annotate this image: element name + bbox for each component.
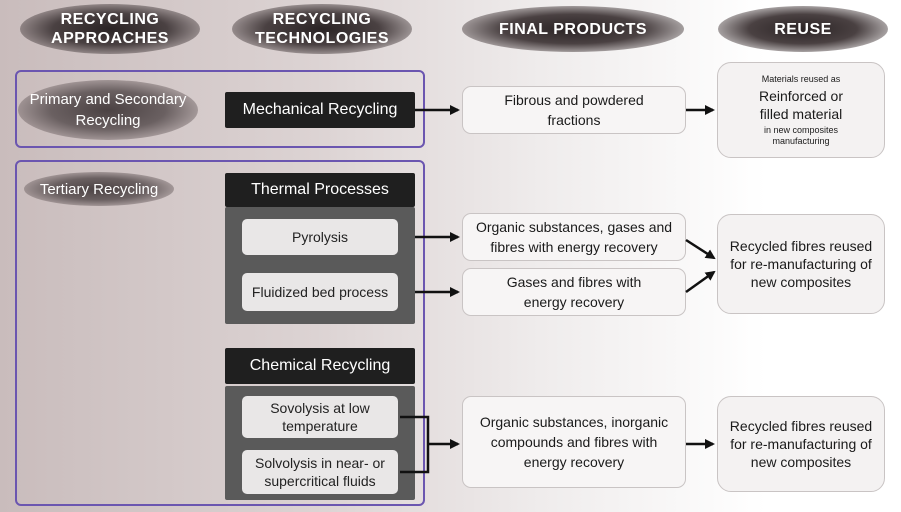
solvolysis-near-text: Solvolysis in near- or supercritical flu… xyxy=(255,455,385,489)
approach-tertiary: Tertiary Recycling xyxy=(24,172,174,206)
chemical-recycling-text: Chemical Recycling xyxy=(249,357,391,374)
product-fibrous-powdered: Fibrous and powdered fractions xyxy=(462,86,686,134)
header-recycling-approaches: RECYCLING APPROACHES xyxy=(20,4,200,54)
thermal-processes-label: Thermal Processes xyxy=(225,173,415,207)
mechanical-recycling-label: Mechanical Recycling xyxy=(225,92,415,128)
arrow-organic-gases-to-reuse xyxy=(685,238,716,260)
reuse-chemical-text: Recycled fibres reused for re-manufactur… xyxy=(729,418,873,470)
product-organic-gases: Organic substances, gases and fibres wit… xyxy=(462,213,686,261)
reuse-reinforced-material: Materials reused as Reinforced or filled… xyxy=(717,62,885,158)
header-label-reuse: REUSE xyxy=(774,20,832,38)
header-final-products: FINAL PRODUCTS xyxy=(462,6,684,52)
approach-primary-secondary: Primary and Secondary Recycling xyxy=(18,80,198,140)
product-gases-fibres: Gases and fibres with energy recovery xyxy=(462,268,686,316)
chemical-recycling-label: Chemical Recycling xyxy=(225,348,415,384)
reuse-thermal-text: Recycled fibres reused for re-manufactur… xyxy=(729,238,873,290)
pyrolysis-text: Pyrolysis xyxy=(291,229,348,245)
reuse-top-big: Reinforced or filled material xyxy=(758,87,844,122)
pyrolysis-item: Pyrolysis xyxy=(242,219,398,255)
product-gases-fibres-text: Gases and fibres with energy recovery xyxy=(506,274,642,310)
arrow-gases-fibres-to-reuse xyxy=(685,270,716,294)
product-organic-gases-text: Organic substances, gases and fibres wit… xyxy=(475,219,673,255)
tertiary-recycling-group xyxy=(15,160,425,506)
product-organic-inorganic-text: Organic substances, inorganic compounds … xyxy=(479,414,669,470)
solvolysis-near-item: Solvolysis in near- or supercritical flu… xyxy=(242,450,398,494)
header-reuse: REUSE xyxy=(718,6,888,52)
product-fibrous-text: Fibrous and powdered fractions xyxy=(504,92,644,128)
chemical-bracket xyxy=(400,415,430,474)
fluidized-bed-text: Fluidized bed process xyxy=(251,284,389,300)
reuse-thermal-fibres: Recycled fibres reused for re-manufactur… xyxy=(717,214,885,314)
header-label-technologies: RECYCLING TECHNOLOGIES xyxy=(254,11,389,47)
mechanical-recycling-text: Mechanical Recycling xyxy=(242,101,398,118)
reuse-chemical-fibres: Recycled fibres reused for re-manufactur… xyxy=(717,396,885,492)
header-recycling-technologies: RECYCLING TECHNOLOGIES xyxy=(232,4,412,54)
product-organic-inorganic: Organic substances, inorganic compounds … xyxy=(462,396,686,488)
solvolysis-low-text: Sovolysis at low temperature xyxy=(270,400,370,434)
fluidized-bed-item: Fluidized bed process xyxy=(242,273,398,311)
reuse-top-small-1: Materials reused as xyxy=(761,73,841,84)
header-label-approaches: RECYCLING APPROACHES xyxy=(51,11,169,47)
header-label-final-products: FINAL PRODUCTS xyxy=(498,20,648,38)
thermal-processes-text: Thermal Processes xyxy=(251,181,389,198)
approach-label-primary: Primary and Secondary Recycling xyxy=(29,91,187,129)
approach-label-tertiary: Tertiary Recycling xyxy=(39,180,159,198)
reuse-top-small-2: in new composites manufacturing xyxy=(763,124,839,146)
solvolysis-low-item: Sovolysis at low temperature xyxy=(242,396,398,438)
